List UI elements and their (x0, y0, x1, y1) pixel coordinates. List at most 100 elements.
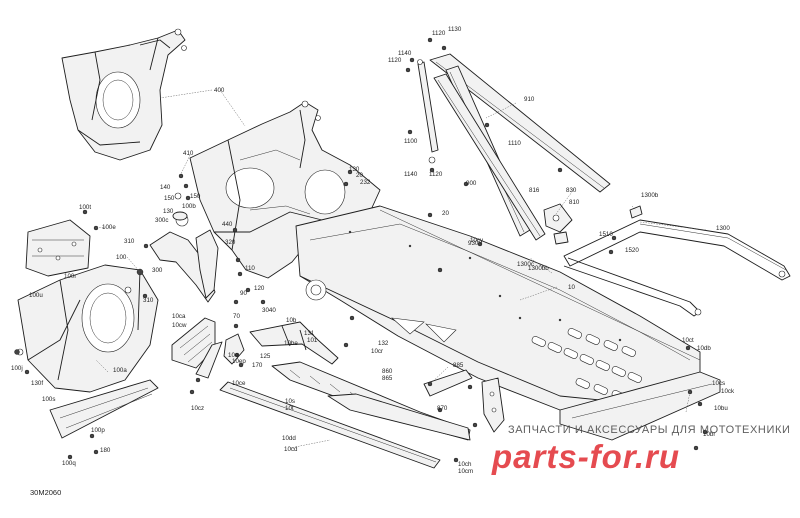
part-number-label: 10ck (721, 388, 735, 395)
lower-front-frame (16, 264, 159, 393)
part-number-label: 140 (160, 184, 171, 191)
upper-chassis-assembly (61, 28, 187, 161)
part-number-label: 1120 (388, 57, 402, 64)
part-number-label: 100b (182, 203, 196, 210)
part-number-label: 100s (42, 396, 55, 403)
part-number-label: 10cs (712, 380, 725, 387)
part-number-label: 10cm (458, 468, 473, 475)
part-number-label: 1300b (641, 192, 659, 199)
part-number-label: 1520 (625, 247, 639, 254)
front-chassis-assembly (189, 100, 381, 279)
part-number-label: 100j (11, 365, 23, 372)
part-number-label: 10bu (714, 405, 728, 412)
front-panel-100t (25, 219, 91, 277)
part-number-label: 100p (91, 427, 105, 434)
part-number-label: 1120 (429, 171, 443, 178)
part-number-label: 150 (164, 195, 175, 202)
part-number-label: 870 (437, 405, 448, 412)
part-number-label: 300 (152, 267, 163, 274)
part-number-label: 170 (252, 362, 263, 369)
watermark-caption: ЗАПЧАСТИ И АКСЕССУАРЫ ДЛЯ МОТОТЕХНИКИ (508, 424, 791, 436)
part-number-label: 910 (524, 96, 535, 103)
part-number-label: 130 (163, 208, 174, 215)
part-number-label: 10cw (172, 322, 187, 329)
small-hardware (14, 37, 708, 463)
part-number-label: 101 (307, 337, 318, 344)
part-number-label: 100q (62, 460, 76, 467)
part-number-label: 130 (349, 166, 360, 173)
bumper-rail (195, 341, 223, 379)
part-number-label: 400 (214, 87, 225, 94)
part-number-label: 1130 (448, 26, 462, 33)
part-number-label: 100u (29, 292, 43, 299)
part-number-label: 20 (356, 172, 363, 179)
part-number-label: 10be (284, 340, 298, 347)
watermark-logo: parts-for.ru (492, 438, 680, 476)
part-number-label: 132 (378, 340, 389, 347)
part-number-label: 10db (697, 345, 711, 352)
skid-plate-100a (49, 379, 159, 439)
part-number-label: 180 (100, 447, 111, 454)
part-labels: 400 410 140 150 130 300c 310 300 310 320 100 100t 10… (11, 26, 735, 475)
part-number-label: 885 (453, 362, 464, 369)
lower-brackets (223, 321, 339, 365)
part-number-label: 410 (183, 150, 194, 157)
part-number-label: 100t (79, 204, 91, 211)
bracket-860 (423, 369, 505, 433)
part-number-label: 10ce (232, 380, 246, 387)
part-number-label: 130f (31, 380, 43, 387)
part-number-label: 1110 (508, 140, 521, 147)
part-number-label: 860 (382, 368, 393, 375)
part-number-label: 830 (566, 187, 577, 194)
part-number-label: 1140 (398, 50, 412, 57)
watermark-logo-text: parts-for.ru (492, 438, 681, 475)
part-number-label: 10cr (371, 348, 383, 355)
steering-support-struts (417, 53, 611, 241)
footrest-grate (271, 361, 471, 441)
part-number-label: 440 (222, 221, 233, 228)
diagram-code: 30M2060 (30, 488, 62, 497)
part-number-label: 1300c (517, 261, 534, 268)
strut-bracket-816 (543, 203, 573, 245)
part-number-label: 232 (360, 179, 371, 186)
part-number-label: 10 (568, 284, 575, 291)
part-number-label: 150 (190, 193, 201, 200)
part-number-label: 100e (102, 224, 116, 231)
part-number-label: 10ca (172, 313, 186, 320)
part-number-label: 10ep (232, 358, 246, 365)
part-number-label: 10br (703, 431, 715, 438)
part-number-label: 300c (155, 217, 168, 224)
rear-bumper-1300 (563, 205, 791, 317)
part-number-label: 100a (113, 367, 127, 374)
part-number-label: 1300 (716, 225, 730, 232)
part-number-label: 10ch (458, 461, 472, 468)
part-number-label: 1120 (432, 30, 446, 37)
part-number-label: 310 (143, 297, 154, 304)
part-number-label: 10b (286, 317, 297, 324)
part-number-label: 20 (442, 210, 449, 217)
part-number-label: 110 (245, 265, 255, 272)
part-number-label: 100 (116, 254, 127, 261)
leader-lines (95, 89, 707, 449)
running-board-strip (219, 381, 441, 469)
part-number-label: 816 (529, 187, 540, 194)
part-number-label: 865 (382, 375, 393, 382)
part-number-label: 3040 (262, 307, 276, 314)
part-number-label: 10dd (282, 435, 296, 442)
part-number-label: 10cd (284, 446, 298, 453)
tunnel-cooling-slots (531, 328, 644, 407)
part-number-label: 120 (254, 285, 265, 292)
part-number-label: 70 (233, 313, 240, 320)
part-number-label: 10s (285, 398, 295, 405)
part-number-label: 10cy (470, 237, 484, 244)
part-number-label: 310 (124, 238, 135, 245)
part-number-label: 90 (240, 290, 247, 297)
part-number-label: 1140 (404, 171, 418, 178)
part-number-label: 900 (466, 180, 477, 187)
part-number-label: 100r (64, 273, 76, 280)
part-number-label: 320 (225, 239, 236, 246)
part-number-label: 10e (228, 352, 239, 359)
rear-tunnel-extension (559, 371, 721, 441)
part-number-label: 1100 (404, 138, 418, 145)
